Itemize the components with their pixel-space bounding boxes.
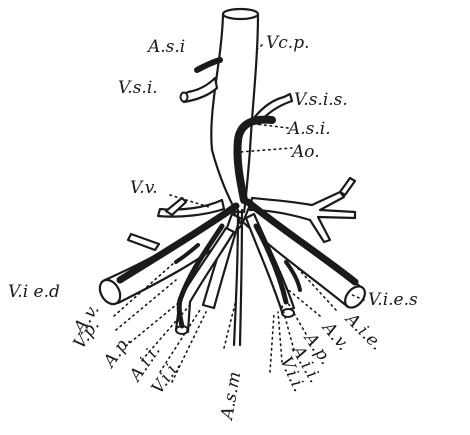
label-v-si: V.s.i. <box>118 78 158 98</box>
label-a-si-top: A.s.i <box>146 37 185 57</box>
vein-small-left-opening <box>181 93 188 102</box>
artery-si-top <box>197 60 220 70</box>
label-v-v: V.v. <box>130 178 158 198</box>
label-v-sis: V.s.i.s. <box>294 90 348 110</box>
vein-twig-left-lower <box>128 234 159 250</box>
vein-right-twig <box>340 178 355 195</box>
label-a-ie: A.i.e. <box>340 308 387 355</box>
vena-cava-opening <box>223 9 258 19</box>
label-v-ies: V.i.e.s <box>368 290 418 310</box>
vein-system <box>96 9 369 334</box>
label-v-ied: V.i e.d <box>8 282 60 302</box>
artery-sacralis-media-2 <box>240 210 242 345</box>
label-a-sm: A.s.m <box>217 370 245 423</box>
label-a-si-right: A.s.i. <box>286 119 331 139</box>
label-vena-cava-posterior: Vc.p. <box>266 33 310 53</box>
vena-cava-posterior <box>211 14 258 212</box>
label-aorta: Ao. <box>290 142 320 162</box>
